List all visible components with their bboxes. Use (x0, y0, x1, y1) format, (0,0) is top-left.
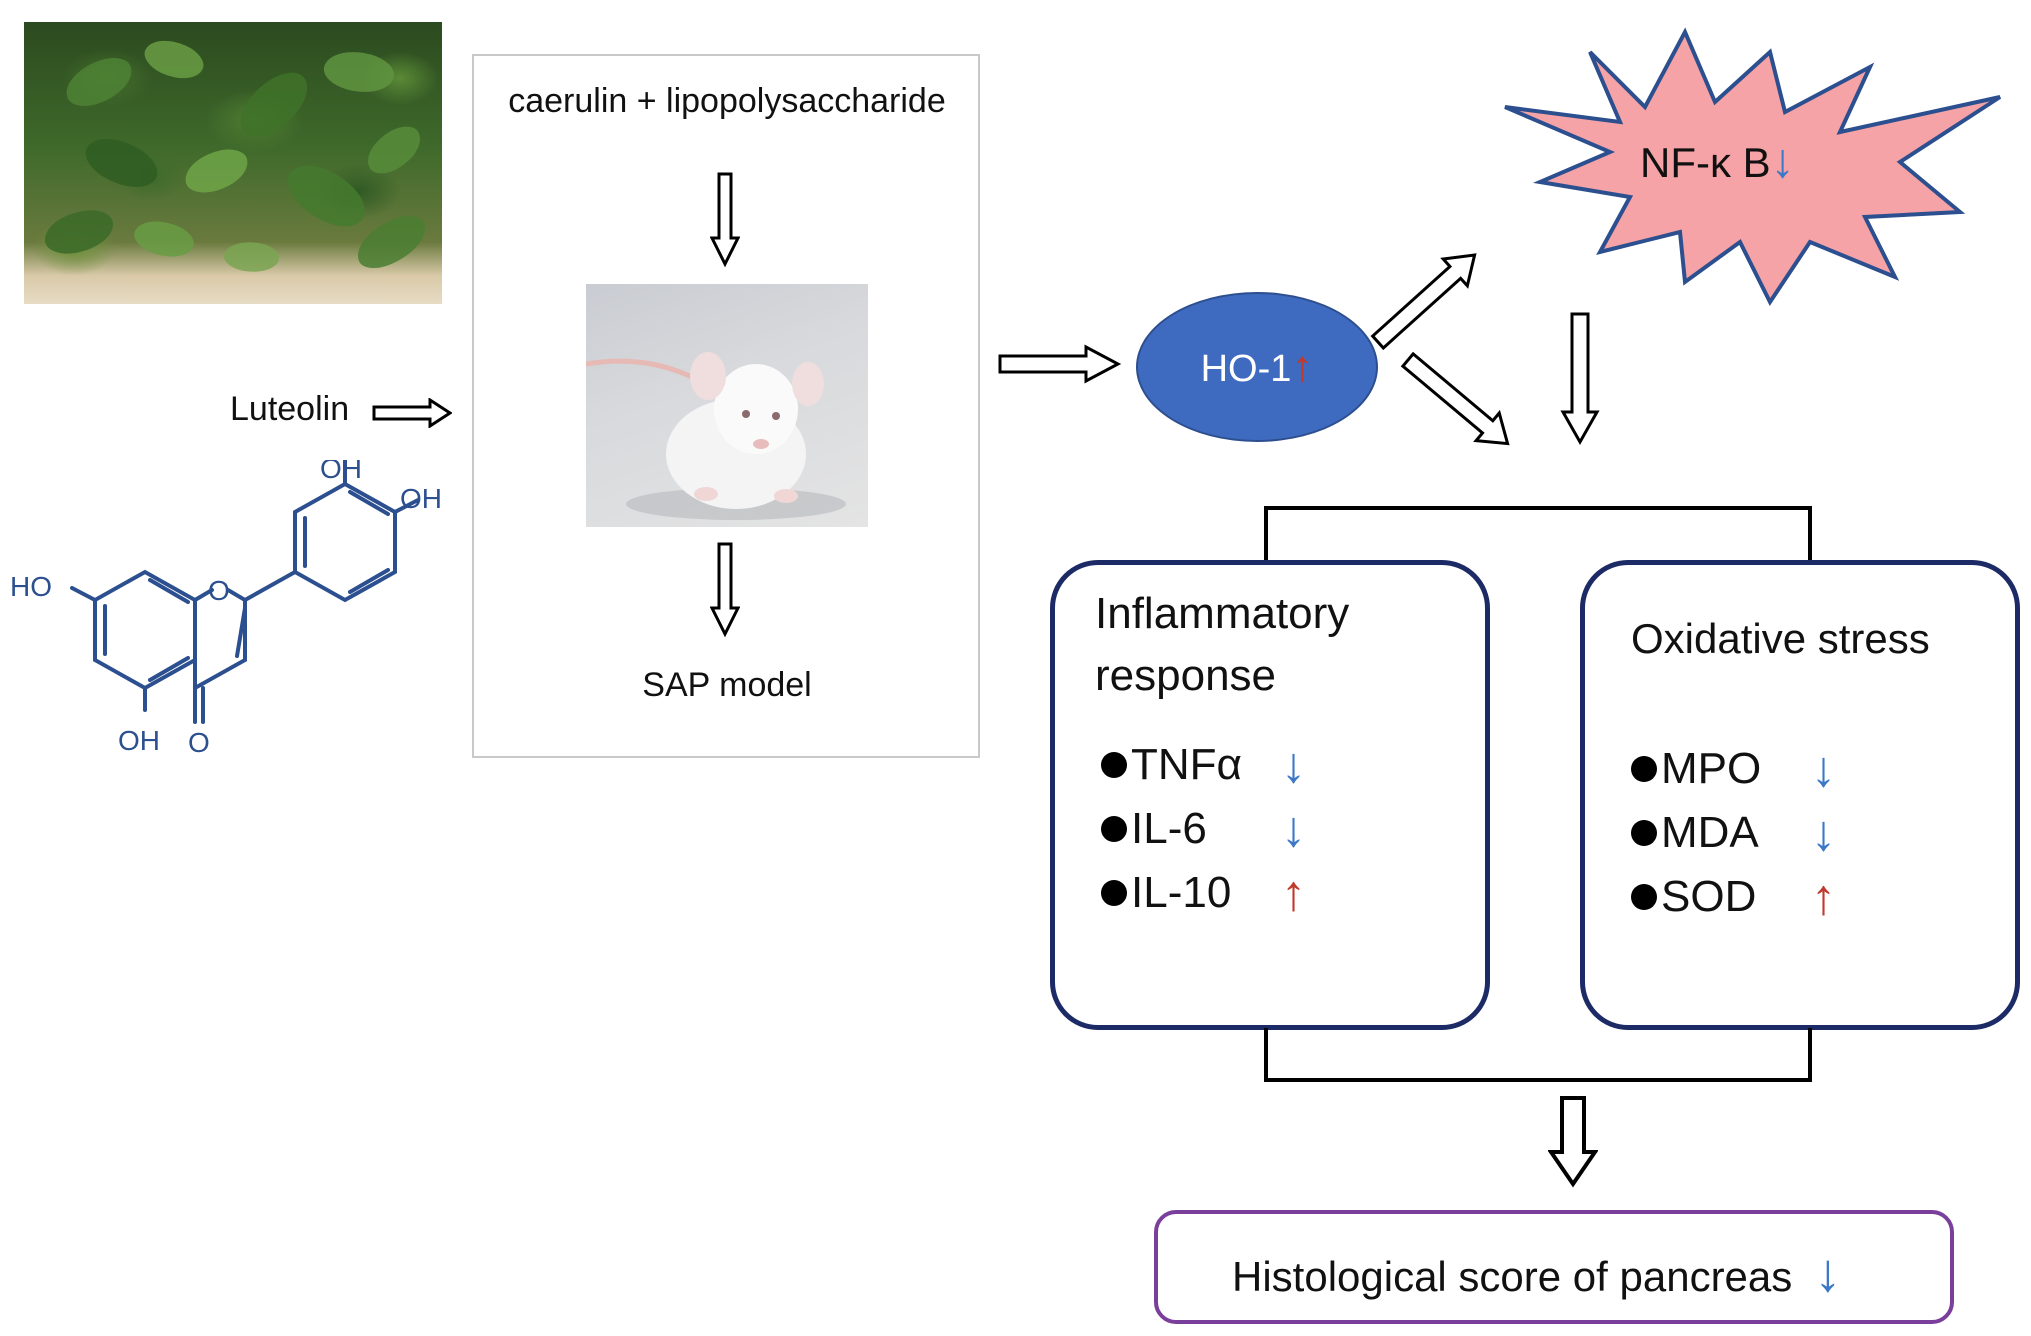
mpo-down-arrow: ↓ (1811, 741, 1836, 797)
inflammatory-title-line1: Inflammatory (1095, 589, 1350, 638)
nfkb-text: NF-κ B↓ (1640, 134, 1795, 189)
oxidative-item-sod: SOD↑ (1631, 865, 1836, 929)
inflammatory-item-tnfa: TNFα↓ (1101, 733, 1306, 797)
inflammatory-box: Inflammatory response TNFα↓ IL-6↓ IL-10↑ (1050, 560, 1490, 1030)
inflammatory-title-line2: response (1095, 651, 1277, 700)
mda-down-arrow: ↓ (1811, 805, 1836, 861)
top-bracket (1264, 506, 1812, 562)
effects-to-histology-arrow (1548, 1096, 1598, 1188)
histology-box: Histological score of pancreas ↓ (1154, 1210, 1954, 1324)
model-to-ho1-arrow (998, 344, 1122, 384)
model-down-arrow-1 (710, 172, 740, 268)
oxidative-item-mda: MDA↓ (1631, 801, 1836, 865)
mol-label-ring-o: O (208, 575, 230, 606)
plant-photo (24, 22, 442, 304)
nfkb-to-effects-arrow (1560, 312, 1600, 446)
histology-down-arrow: ↓ (1814, 1243, 1842, 1303)
oxidative-title: Oxidative stress (1631, 615, 1930, 662)
mouse-photo (586, 284, 868, 527)
oxidative-box: Oxidative stress MPO↓ MDA↓ SOD↑ (1580, 560, 2020, 1030)
oxidative-item-mpo: MPO↓ (1631, 737, 1836, 801)
sod-up-arrow: ↑ (1811, 869, 1836, 925)
luteolin-molecule: OH OH HO O OH O (10, 460, 442, 758)
mol-label-oh-right: OH (400, 483, 442, 514)
il10-up-arrow: ↑ (1281, 865, 1306, 921)
bottom-bracket (1264, 1028, 1812, 1082)
il6-down-arrow: ↓ (1281, 801, 1306, 857)
nfkb-down-arrow: ↓ (1770, 135, 1795, 188)
inflammatory-item-il6: IL-6↓ (1101, 797, 1306, 861)
ho1-to-nfkb-arrow (1370, 253, 1477, 351)
model-bottom-label: SAP model (642, 666, 812, 704)
mol-label-ho-left: HO (10, 571, 52, 602)
mol-label-carbonyl-o: O (188, 727, 210, 758)
ho1-node: HO-1↑ (1136, 292, 1378, 442)
ho1-up-arrow: ↑ (1291, 342, 1314, 391)
model-down-arrow-2 (710, 542, 740, 638)
mol-label-oh-bottom: OH (118, 725, 160, 756)
ho1-to-effects-arrow (1400, 352, 1510, 446)
histology-label: Histological score of pancreas (1232, 1253, 1793, 1300)
luteolin-arrow (372, 398, 452, 428)
model-top-label: caerulin + lipopolysaccharide (508, 82, 946, 120)
nfkb-burst (1504, 27, 2002, 306)
nfkb-label: NF-κ B (1640, 139, 1771, 186)
luteolin-label: Luteolin (230, 390, 350, 428)
mol-label-oh-top: OH (320, 460, 362, 484)
tnfa-down-arrow: ↓ (1281, 737, 1306, 793)
inflammatory-item-il10: IL-10↑ (1101, 861, 1306, 925)
ho1-label: HO-1 (1200, 348, 1292, 390)
